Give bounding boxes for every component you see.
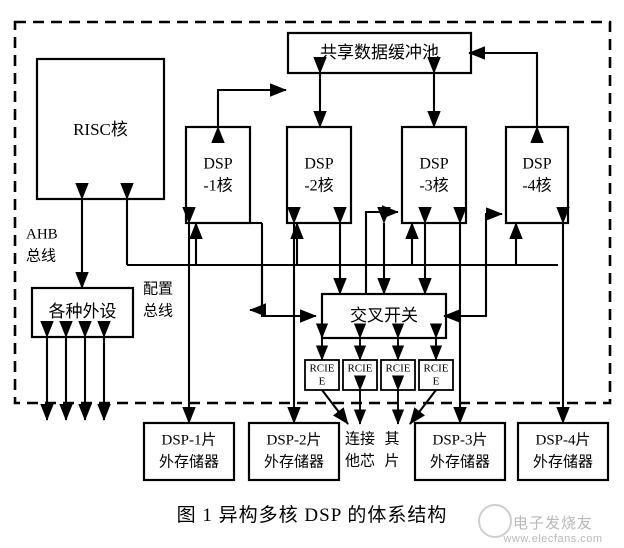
architecture-svg: RISC核 共享数据缓冲池 DSP -1核 DSP -2核 DSP -3核 DS… — [13, 20, 612, 482]
wire-group-peripheral-io — [40, 321, 111, 421]
config-bus-label-line2: 总线 — [143, 302, 173, 319]
connect-other-chips-line3: 其 — [384, 430, 399, 447]
memory-4-label-line2: 外存储器 — [533, 453, 593, 470]
wire-group-rcie-external — [321, 375, 437, 425]
crossbar-switch-label: 交叉开关 — [350, 306, 418, 325]
dsp-core-2-label-line1: DSP — [304, 156, 333, 173]
dsp-core-1-label-line1: DSP — [203, 156, 232, 173]
chip-boundary — [13, 20, 612, 405]
rcie-3-label-line2: E — [395, 376, 402, 388]
rcie-2-label-line1: RCIE — [347, 363, 372, 375]
wire-group-dsp-memory — [182, 207, 570, 424]
watermark-url: www.elecfans.com — [503, 532, 603, 545]
dsp-core-3-label-line1: DSP — [419, 156, 448, 173]
shared-buffer-label: 共享数据缓冲池 — [320, 43, 439, 62]
dsp-core-4-label-line1: DSP — [522, 156, 551, 173]
memory-3-box — [413, 421, 507, 482]
rcie-4-label-line2: E — [433, 376, 440, 388]
connect-other-chips-line1: 连接 — [345, 430, 375, 447]
memory-3-label-line2: 外存储器 — [430, 453, 490, 470]
memory-1-label-line1: DSP-1片 — [161, 431, 216, 448]
ahb-bus-label-line1: AHB — [26, 226, 58, 242]
ahb-bus-label-line2: 总线 — [26, 247, 56, 264]
dsp-core-3-box — [400, 125, 468, 225]
rcie-2-label-line2: E — [357, 376, 364, 388]
memory-2-label-line1: DSP-2片 — [266, 431, 321, 448]
memory-2-label-line2: 外存储器 — [264, 453, 324, 470]
dsp-core-2-box — [285, 125, 353, 225]
dsp-core-1-box — [184, 125, 252, 225]
memory-2-box — [247, 421, 341, 482]
dsp-core-3-label-line2: -3核 — [419, 177, 448, 195]
rcie-3-label-line1: RCIE — [385, 363, 410, 375]
rcie-1-label-line2: E — [319, 376, 326, 388]
memory-3-label-line1: DSP-3片 — [432, 431, 487, 448]
config-bus-label-line1: 配置 — [143, 280, 173, 297]
memory-1-label-line2: 外存储器 — [159, 453, 219, 470]
dsp-core-4-label-line2: -4核 — [522, 177, 551, 195]
watermark-logo-icon — [478, 504, 512, 538]
connect-other-chips-line2: 他芯 — [345, 452, 375, 469]
dsp-core-1-label-line2: -1核 — [203, 177, 232, 195]
memory-4-box — [516, 421, 610, 482]
peripherals-label: 各种外设 — [49, 302, 117, 321]
dsp-core-2-label-line2: -2核 — [304, 177, 333, 195]
rcie-4-label-line1: RCIE — [423, 363, 448, 375]
risc-core-label: RISC核 — [73, 120, 128, 139]
risc-core-box — [35, 57, 166, 201]
connect-other-chips-line4: 片 — [384, 452, 399, 469]
memory-4-label-line1: DSP-4片 — [535, 431, 590, 448]
wire-group-crossbar-rcie — [315, 323, 443, 361]
dsp-core-4-box — [504, 125, 570, 225]
wire-group-buffer-links — [211, 46, 544, 143]
figure-caption: 图 1 异构多核 DSP 的体系结构 — [176, 505, 448, 526]
rcie-1-label-line1: RCIE — [309, 363, 334, 375]
